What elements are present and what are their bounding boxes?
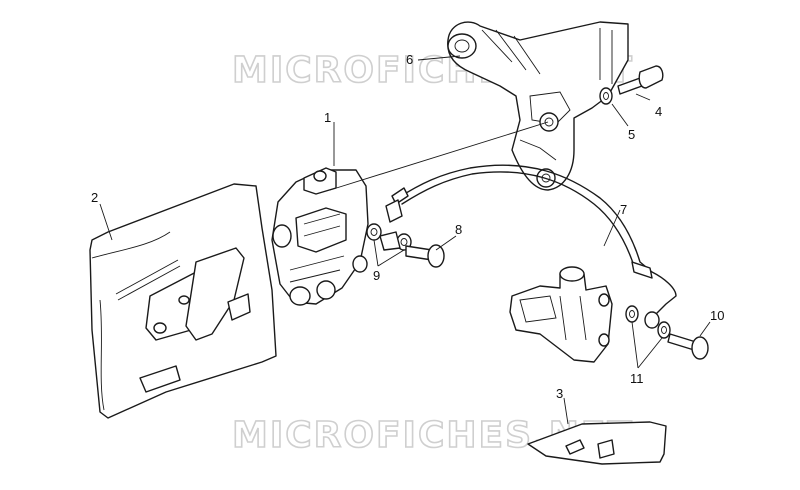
part-bolt-10 bbox=[667, 333, 709, 360]
part-caliper bbox=[271, 167, 369, 306]
leader-7 bbox=[603, 209, 621, 247]
part-brake-line bbox=[385, 164, 677, 329]
callout-3: 3 bbox=[556, 386, 563, 401]
part-pad-kit bbox=[89, 183, 277, 419]
callout-6: 6 bbox=[406, 52, 413, 67]
callout-9: 9 bbox=[373, 268, 380, 283]
leader-6 bbox=[417, 55, 461, 61]
part-bleeder-kit bbox=[527, 421, 667, 465]
leader-4 bbox=[635, 93, 651, 101]
callout-2: 2 bbox=[91, 190, 98, 205]
callout-1: 1 bbox=[324, 110, 331, 125]
part-bolt-8 bbox=[405, 244, 445, 268]
callout-4: 4 bbox=[655, 104, 662, 119]
part-washers-9 bbox=[366, 223, 412, 251]
leader-9 bbox=[373, 239, 405, 267]
leader-8 bbox=[435, 235, 457, 251]
leader-5 bbox=[611, 103, 629, 127]
callout-7: 7 bbox=[620, 202, 627, 217]
part-bolt-4 bbox=[617, 65, 664, 95]
part-distributor bbox=[509, 266, 613, 363]
callout-10: 10 bbox=[710, 308, 724, 323]
callout-8: 8 bbox=[455, 222, 462, 237]
leader-11 bbox=[631, 321, 663, 369]
part-bracket bbox=[447, 21, 629, 191]
callout-5: 5 bbox=[628, 127, 635, 142]
leader-10 bbox=[699, 321, 711, 337]
assembly-line-upper bbox=[329, 121, 549, 191]
part-washers-11 bbox=[625, 305, 671, 339]
leader-2 bbox=[99, 203, 113, 241]
callout-11: 11 bbox=[630, 371, 644, 386]
leader-3 bbox=[563, 397, 569, 425]
part-washer-5 bbox=[599, 87, 613, 105]
